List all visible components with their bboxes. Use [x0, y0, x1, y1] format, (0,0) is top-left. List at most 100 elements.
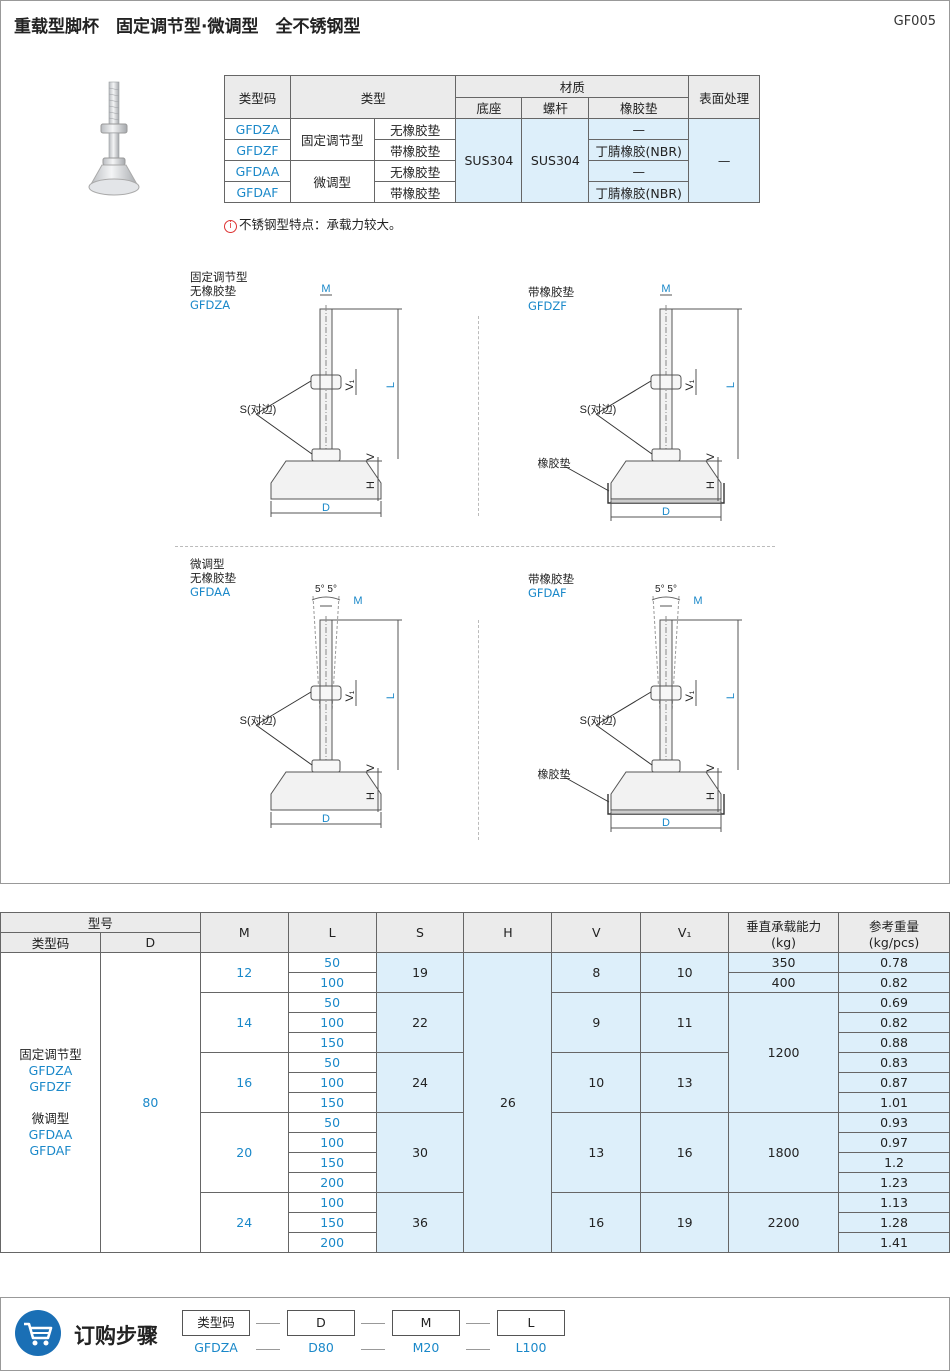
v1-value-cell: 11	[640, 992, 730, 1053]
type-code-entry: GFDAF	[29, 1142, 72, 1158]
l-dimension-label: L	[385, 693, 397, 699]
load-value-cell: 1800	[728, 1112, 840, 1193]
d-dimension-label: D	[662, 506, 670, 518]
pad-label: 橡胶垫	[538, 456, 571, 470]
order-field-box: 类型码	[182, 1310, 250, 1336]
lock-nut	[310, 374, 342, 390]
s-dimension-label: S(对边)	[240, 713, 277, 727]
d-value-cell: 80	[99, 952, 201, 1253]
base-nut	[311, 759, 341, 773]
header-load-label: 垂直承载能力	[746, 918, 822, 934]
diagram-subtype-label: 无橡胶垫	[190, 284, 236, 298]
screw-material-cell: SUS304	[521, 118, 590, 203]
sub-type-cell: 带橡胶垫	[373, 181, 457, 203]
type-code-entry: GFDAA	[28, 1126, 73, 1142]
v-value-cell: 13	[551, 1112, 642, 1193]
type-code-entry: 固定调节型	[19, 1046, 82, 1062]
diagram-code-label: GFDAA	[190, 585, 231, 599]
weight-value-cell: 1.41	[838, 1232, 950, 1253]
type-code-entry: GFDZF	[29, 1078, 72, 1094]
diagram-label-gfdza: 固定调节型 无橡胶垫 GFDZA	[190, 270, 248, 312]
type-code-entry: GFDZA	[28, 1062, 73, 1078]
load-value-cell: 400	[728, 972, 840, 993]
pad-material-cell: —	[588, 160, 690, 182]
base-material-cell: SUS304	[455, 118, 523, 203]
type-code-cell: GFDZF	[224, 139, 291, 161]
m-value-cell: 16	[199, 1052, 289, 1113]
material-table: 类型码 类型 材质 表面处理 底座 螺杆 橡胶垫 GFDZA 固定调节型 无橡胶…	[224, 75, 760, 203]
s-leader	[255, 691, 312, 726]
pad-leader	[565, 777, 610, 803]
pad-material-cell: —	[588, 118, 690, 140]
type-code-cell: GFDZA	[224, 118, 291, 140]
l-value-cell: 50	[287, 992, 377, 1013]
s-dimension-label: S(对边)	[580, 713, 617, 727]
diagram-divider	[175, 546, 775, 547]
base	[270, 771, 382, 811]
header-type-code: 类型码	[0, 932, 101, 953]
l-value-cell: 200	[287, 1232, 377, 1253]
base-nut	[651, 759, 681, 773]
s-value-cell: 24	[375, 1052, 465, 1113]
diagram-subtype-label: 带橡胶垫	[528, 285, 574, 299]
order-separator	[466, 1323, 490, 1324]
weight-value-cell: 0.88	[838, 1032, 950, 1053]
v-value-cell: 9	[551, 992, 642, 1053]
page-title: 重载型脚杯 固定调节型·微调型 全不锈钢型	[14, 17, 361, 37]
order-field-value: D80	[308, 1340, 334, 1355]
header-m: M	[199, 912, 289, 953]
weight-value-cell: 0.97	[838, 1132, 950, 1153]
s-value-cell: 22	[375, 992, 465, 1053]
header-pad: 橡胶垫	[588, 96, 690, 119]
load-value-cell: 2200	[728, 1192, 840, 1253]
s-dimension-label: S(对边)	[580, 402, 617, 416]
header-material: 材质	[455, 75, 690, 98]
l-value-cell: 150	[287, 1152, 377, 1173]
weight-value-cell: 0.78	[838, 952, 950, 973]
v1-value-cell: 13	[640, 1052, 730, 1113]
l-value-cell: 50	[287, 1112, 377, 1133]
order-separator	[466, 1349, 490, 1350]
l-value-cell: 100	[287, 972, 377, 993]
surface-cell: —	[688, 118, 760, 203]
v1-value-cell: 10	[640, 952, 730, 993]
l-dimension-label: L	[385, 382, 397, 388]
diagram-type-label: 固定调节型	[190, 270, 248, 284]
v-dimension-label: V	[705, 453, 717, 461]
order-field-value: L100	[515, 1340, 547, 1355]
header-load: 垂直承载能力(kg)	[728, 912, 840, 953]
diagram-code-label: GFDAF	[528, 586, 567, 600]
v1-value-cell: 19	[640, 1192, 730, 1253]
s-value-cell: 30	[375, 1112, 465, 1193]
order-field-value: GFDZA	[194, 1340, 238, 1355]
l-value-cell: 50	[287, 1052, 377, 1073]
type-code-entry: 微调型	[31, 1110, 70, 1126]
angle-label: 5° 5°	[655, 584, 677, 595]
diagram-label-gfdaf: 带橡胶垫 GFDAF	[528, 572, 574, 600]
order-field-box: L	[497, 1310, 565, 1336]
header-weight-unit: (kg/pcs)	[868, 934, 920, 950]
h-value-cell: 26	[463, 952, 553, 1253]
s-leader	[255, 724, 313, 766]
v1-value-cell: 16	[640, 1112, 730, 1193]
v1-dimension-label: V₁	[684, 379, 696, 390]
diagram-label-gfdzf: 带橡胶垫 GFDZF	[528, 285, 574, 313]
diagram-code-label: GFDZA	[190, 298, 231, 312]
l-value-cell: 100	[287, 1132, 377, 1153]
angle-label: 5° 5°	[315, 584, 337, 595]
weight-value-cell: 1.2	[838, 1152, 950, 1173]
weight-value-cell: 0.93	[838, 1112, 950, 1133]
m-dimension-label: M	[321, 283, 330, 295]
l-value-cell: 150	[287, 1032, 377, 1053]
angle-arc	[651, 596, 681, 601]
weight-value-cell: 1.28	[838, 1212, 950, 1233]
info-icon: i	[224, 220, 237, 233]
type-code-entry	[1, 1095, 100, 1111]
weight-value-cell: 0.83	[838, 1052, 950, 1073]
order-title: 订购步骤	[74, 1324, 158, 1348]
angle-arc	[311, 596, 341, 601]
base-nut	[651, 448, 681, 462]
v-dimension-label: V	[365, 764, 377, 772]
header-l: L	[287, 912, 377, 953]
